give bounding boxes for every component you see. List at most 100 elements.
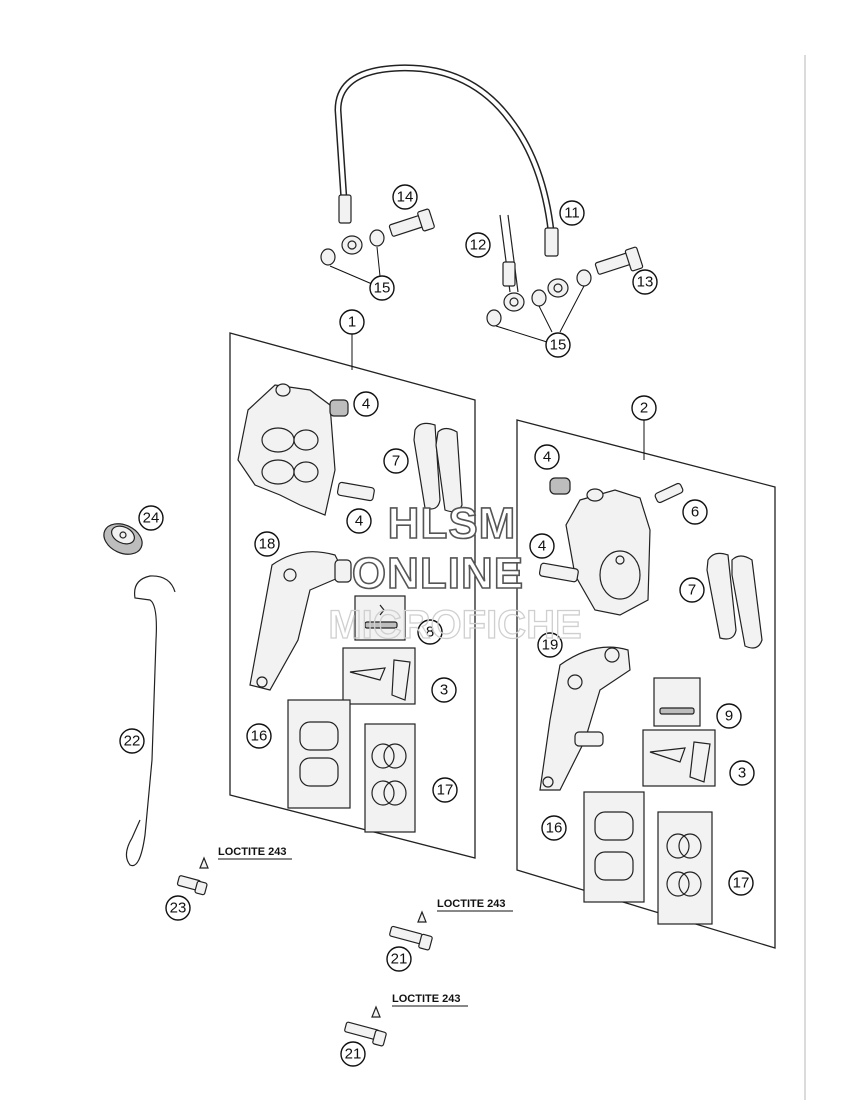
loctite-label-2: LOCTITE 243 bbox=[417, 898, 513, 923]
callout-23: 23 bbox=[165, 895, 191, 921]
callout-7-a-text: 7 bbox=[392, 453, 400, 470]
callout-18: 18 bbox=[254, 531, 280, 557]
callout-2-text: 2 bbox=[640, 400, 648, 417]
callout-15-upper: 15 bbox=[369, 275, 395, 301]
pad-spring-3b bbox=[642, 729, 716, 787]
callout-23-text: 23 bbox=[170, 900, 187, 917]
callout-19: 19 bbox=[537, 632, 563, 658]
brake-hose-12 bbox=[499, 214, 525, 312]
screw-23 bbox=[176, 875, 208, 896]
seals-17-right bbox=[657, 811, 713, 925]
callout-9: 9 bbox=[716, 703, 742, 729]
callout-19-text: 19 bbox=[542, 637, 559, 654]
callout-11-text: 11 bbox=[564, 205, 580, 222]
bleeder-cap-4c bbox=[549, 477, 571, 495]
callout-4-b-text: 4 bbox=[355, 513, 363, 530]
brake-caliper-right bbox=[565, 488, 651, 616]
callout-3-a-text: 3 bbox=[440, 682, 448, 699]
callout-22-text: 22 bbox=[124, 733, 141, 750]
brake-pads-right bbox=[706, 552, 763, 649]
callout-14: 14 bbox=[392, 184, 418, 210]
callout-4-a-text: 4 bbox=[362, 396, 370, 413]
callout-16-a: 16 bbox=[246, 723, 272, 749]
loctite-label-1: LOCTITE 243 bbox=[199, 846, 292, 869]
banjo-bolt-13 bbox=[594, 246, 644, 275]
callout-7-b: 7 bbox=[679, 577, 705, 603]
loctite-label-3-text: LOCTITE 243 bbox=[392, 993, 460, 1005]
grommet-24 bbox=[103, 523, 143, 555]
callout-11: 11 bbox=[559, 200, 585, 226]
callout-8-text: 8 bbox=[426, 624, 434, 641]
callout-21-b-text: 21 bbox=[345, 1046, 362, 1063]
pin-kit-9 bbox=[653, 677, 701, 727]
kit-panel-2 bbox=[516, 419, 776, 949]
loctite-label-3: LOCTITE 243 bbox=[371, 993, 468, 1018]
banjo-bolt-14 bbox=[388, 208, 435, 237]
screw-21-lower bbox=[344, 1021, 387, 1047]
seals-17-left bbox=[364, 723, 416, 833]
callout-15-lower: 15 bbox=[545, 332, 571, 358]
callout-16-b: 16 bbox=[541, 815, 567, 841]
callout-4-d-text: 4 bbox=[538, 538, 546, 555]
callout-4-c-text: 4 bbox=[543, 449, 551, 466]
pin-kit-8 bbox=[354, 595, 406, 641]
watermark: HLSM ONLINE MICROFICHE bbox=[328, 498, 583, 647]
pin-4d bbox=[538, 562, 579, 583]
callout-13: 13 bbox=[632, 269, 658, 295]
callout-21-a: 21 bbox=[386, 946, 412, 972]
callout-3-b: 3 bbox=[729, 760, 755, 786]
pistons-16-right bbox=[583, 791, 645, 903]
watermark-line-2: ONLINE bbox=[352, 549, 524, 598]
watermark-line-3: MICROFICHE bbox=[328, 603, 581, 647]
callout-7-a: 7 bbox=[383, 448, 409, 474]
bleeder-valve-6 bbox=[654, 482, 684, 504]
callout-24-text: 24 bbox=[143, 510, 160, 527]
callout-24: 24 bbox=[138, 505, 164, 531]
callout-16-b-text: 16 bbox=[546, 820, 563, 837]
callout-15-upper-text: 15 bbox=[374, 280, 391, 297]
callout-6-text: 6 bbox=[691, 504, 699, 521]
callout-4-a: 4 bbox=[353, 391, 379, 417]
callout-22: 22 bbox=[119, 728, 145, 754]
bleeder-cap-4a bbox=[329, 399, 349, 417]
callout-17-b: 17 bbox=[728, 870, 754, 896]
brake-caliper-left bbox=[237, 383, 336, 516]
callout-14-text: 14 bbox=[397, 189, 414, 206]
callout-4-d: 4 bbox=[529, 533, 555, 559]
caliper-bracket-19 bbox=[539, 646, 631, 791]
brake-hose-11 bbox=[334, 64, 569, 298]
callout-15-lower-text: 15 bbox=[550, 337, 567, 354]
pad-spring-3a bbox=[342, 647, 416, 705]
callout-4-b: 4 bbox=[346, 508, 372, 534]
pistons-16-left bbox=[287, 699, 351, 809]
callout-8: 8 bbox=[417, 619, 443, 645]
callout-21-b: 21 bbox=[340, 1041, 366, 1067]
loctite-label-1-text: LOCTITE 243 bbox=[218, 846, 286, 858]
pin-4b bbox=[336, 481, 375, 502]
callout-12: 12 bbox=[465, 232, 491, 258]
callout-17-a: 17 bbox=[432, 777, 458, 803]
caliper-bracket-18 bbox=[249, 551, 352, 691]
callout-16-a-text: 16 bbox=[251, 728, 268, 745]
callout-17-b-text: 17 bbox=[733, 875, 750, 892]
callout-3-b-text: 3 bbox=[738, 765, 746, 782]
callout-13-text: 13 bbox=[637, 274, 654, 291]
callout-12-text: 12 bbox=[470, 237, 487, 254]
wire-clip-22 bbox=[125, 575, 176, 867]
callout-3-a: 3 bbox=[431, 677, 457, 703]
washers-15 bbox=[320, 229, 592, 327]
screw-21-upper bbox=[389, 925, 433, 951]
callout-1-text: 1 bbox=[348, 314, 356, 331]
brake-pads-left bbox=[413, 422, 463, 513]
callout-18-text: 18 bbox=[259, 536, 276, 553]
callout-7-b-text: 7 bbox=[688, 582, 696, 599]
callout-9-text: 9 bbox=[725, 708, 733, 725]
callout-1: 1 bbox=[339, 309, 365, 335]
watermark-line-1: HLSM bbox=[388, 499, 517, 548]
callout-4-c: 4 bbox=[534, 444, 560, 470]
callout-2: 2 bbox=[631, 395, 657, 421]
callout-6: 6 bbox=[682, 499, 708, 525]
loctite-label-2-text: LOCTITE 243 bbox=[437, 898, 505, 910]
callout-21-a-text: 21 bbox=[391, 951, 408, 968]
